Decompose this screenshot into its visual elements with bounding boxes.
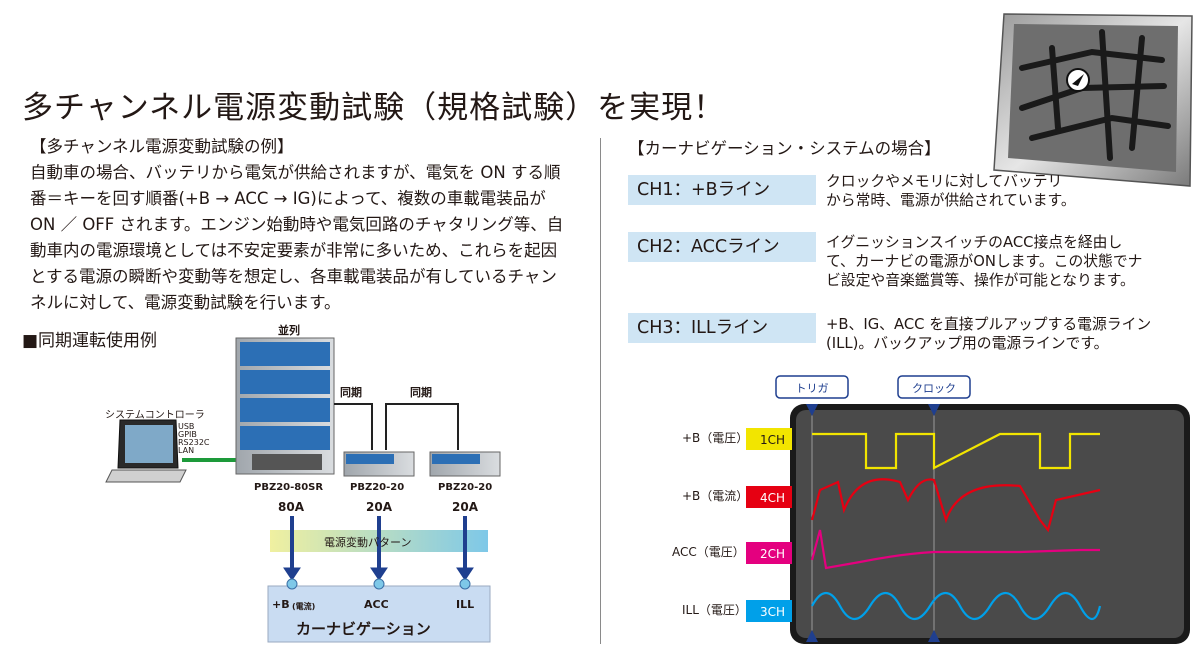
main-rack-icon — [235, 337, 335, 475]
desc-line: クロックやメモリに対してバッテリ — [826, 173, 1063, 190]
output-label: ILL — [456, 598, 475, 611]
sync-label: 同期 — [410, 386, 432, 399]
trace-label: +B（電流） — [682, 489, 748, 503]
channel-label-ch1: CH1：+Bライン — [628, 175, 816, 205]
model-label: PBZ20-20 — [438, 482, 493, 493]
laptop-icon — [105, 419, 187, 483]
desc-line: +B、IG、ACC を直接プルアップする電源ライン — [826, 316, 1152, 333]
current-label: 20A — [366, 500, 392, 514]
desc-line: (ILL)。バックアップ用の電源ラインです。 — [826, 335, 1109, 352]
desc-line: から常時、電源が供給されています。 — [826, 192, 1076, 209]
navigation-monitor-illustration — [993, 13, 1193, 187]
trace-tag: 1CH — [760, 433, 785, 447]
interface-label: RS232C — [178, 438, 210, 447]
controller-label: システムコントローラ — [105, 410, 205, 421]
target-label: カーナビゲーション — [296, 620, 431, 638]
channel-label-ch3: CH3：ILLライン — [628, 313, 816, 343]
paragraph-line: ON ／ OFF されます。エンジン始動時や電気回路のチャタリング等、自 — [30, 215, 564, 234]
paragraph-line: ネルに対して、電源変動試験を行います。 — [30, 293, 341, 312]
current-label: 80A — [278, 500, 304, 514]
output-label: +B — [272, 598, 290, 611]
column-divider — [600, 138, 601, 644]
output-label: (電流) — [292, 602, 316, 611]
paragraph-line: 番＝キーを回す順番(+B → ACC → IG)によって、複数の車載電装品が — [30, 189, 546, 208]
paragraph-line: とする電源の瞬断や変動等を想定し、各車載電装品が有しているチャン — [30, 267, 557, 286]
trigger-marker-label: トリガ — [796, 382, 829, 395]
model-label: PBZ20-20 — [350, 482, 405, 493]
sync-label: 同期 — [340, 386, 362, 399]
desc-line: イグニッションスイッチのACC接点を経由し — [826, 234, 1123, 251]
model-label: PBZ20-80SR — [254, 482, 324, 493]
interface-label: LAN — [178, 446, 195, 455]
channel-desc-ch1: クロックやメモリに対してバッテリ から常時、電源が供給されています。 — [826, 172, 1076, 210]
desc-line: ビ設定や音楽鑑賞等、操作が可能となります。 — [826, 272, 1135, 289]
channel-label-ch2: CH2：ACCライン — [628, 232, 816, 262]
trace-tag: 4CH — [760, 491, 785, 505]
sync-example-heading: ■同期運転使用例 — [22, 331, 158, 351]
oscilloscope-display: トリガ クロック +B（電圧） 1CH +B（電流） 4CH ACC（電圧） 2… — [672, 375, 1190, 644]
interface-label: USB — [178, 422, 195, 431]
output-label: ACC — [364, 598, 389, 611]
desc-line: て、カーナビの電源がONします。この状態でナ — [826, 253, 1143, 270]
sync-diagram-graphics — [105, 337, 501, 643]
paragraph-line: 動車内の電源環境としては不安定要素が非常に多いため、これらを起因 — [30, 241, 558, 260]
trace-label: ACC（電圧） — [672, 545, 745, 559]
parallel-label: 並列 — [278, 324, 300, 337]
interface-label: GPIB — [178, 430, 197, 439]
trace-tag: 3CH — [760, 605, 785, 619]
current-label: 20A — [452, 500, 478, 514]
channel-desc-ch2: イグニッションスイッチのACC接点を経由し て、カーナビの電源がONします。この… — [826, 233, 1142, 290]
trace-tag: 2CH — [760, 547, 785, 561]
paragraph-line: 自動車の場合、バッテリから電気が供給されますが、電気を ON する順 — [30, 163, 561, 182]
page-title: 多チャンネル電源変動試験（規格試験）を実現！ — [22, 90, 726, 126]
trace-label: +B（電圧） — [682, 431, 748, 445]
sync-operation-diagram: 並列 同期 同期 システムコントローラ USB GPIB RS232C LAN … — [0, 320, 600, 664]
intro-paragraph: 自動車の場合、バッテリから電気が供給されますが、電気を ON する順 番＝キーを… — [30, 160, 586, 316]
left-section-heading: 【多チャンネル電源変動試験の例】 — [30, 137, 294, 156]
right-section-heading: 【カーナビゲーション・システムの場合】 — [628, 139, 941, 158]
trace-label: ILL（電圧） — [682, 603, 747, 617]
clock-marker-label: クロック — [912, 382, 956, 395]
pattern-label: 電源変動パターン — [324, 536, 412, 549]
channel-desc-ch3: +B、IG、ACC を直接プルアップする電源ライン (ILL)。バックアップ用の… — [826, 315, 1151, 353]
